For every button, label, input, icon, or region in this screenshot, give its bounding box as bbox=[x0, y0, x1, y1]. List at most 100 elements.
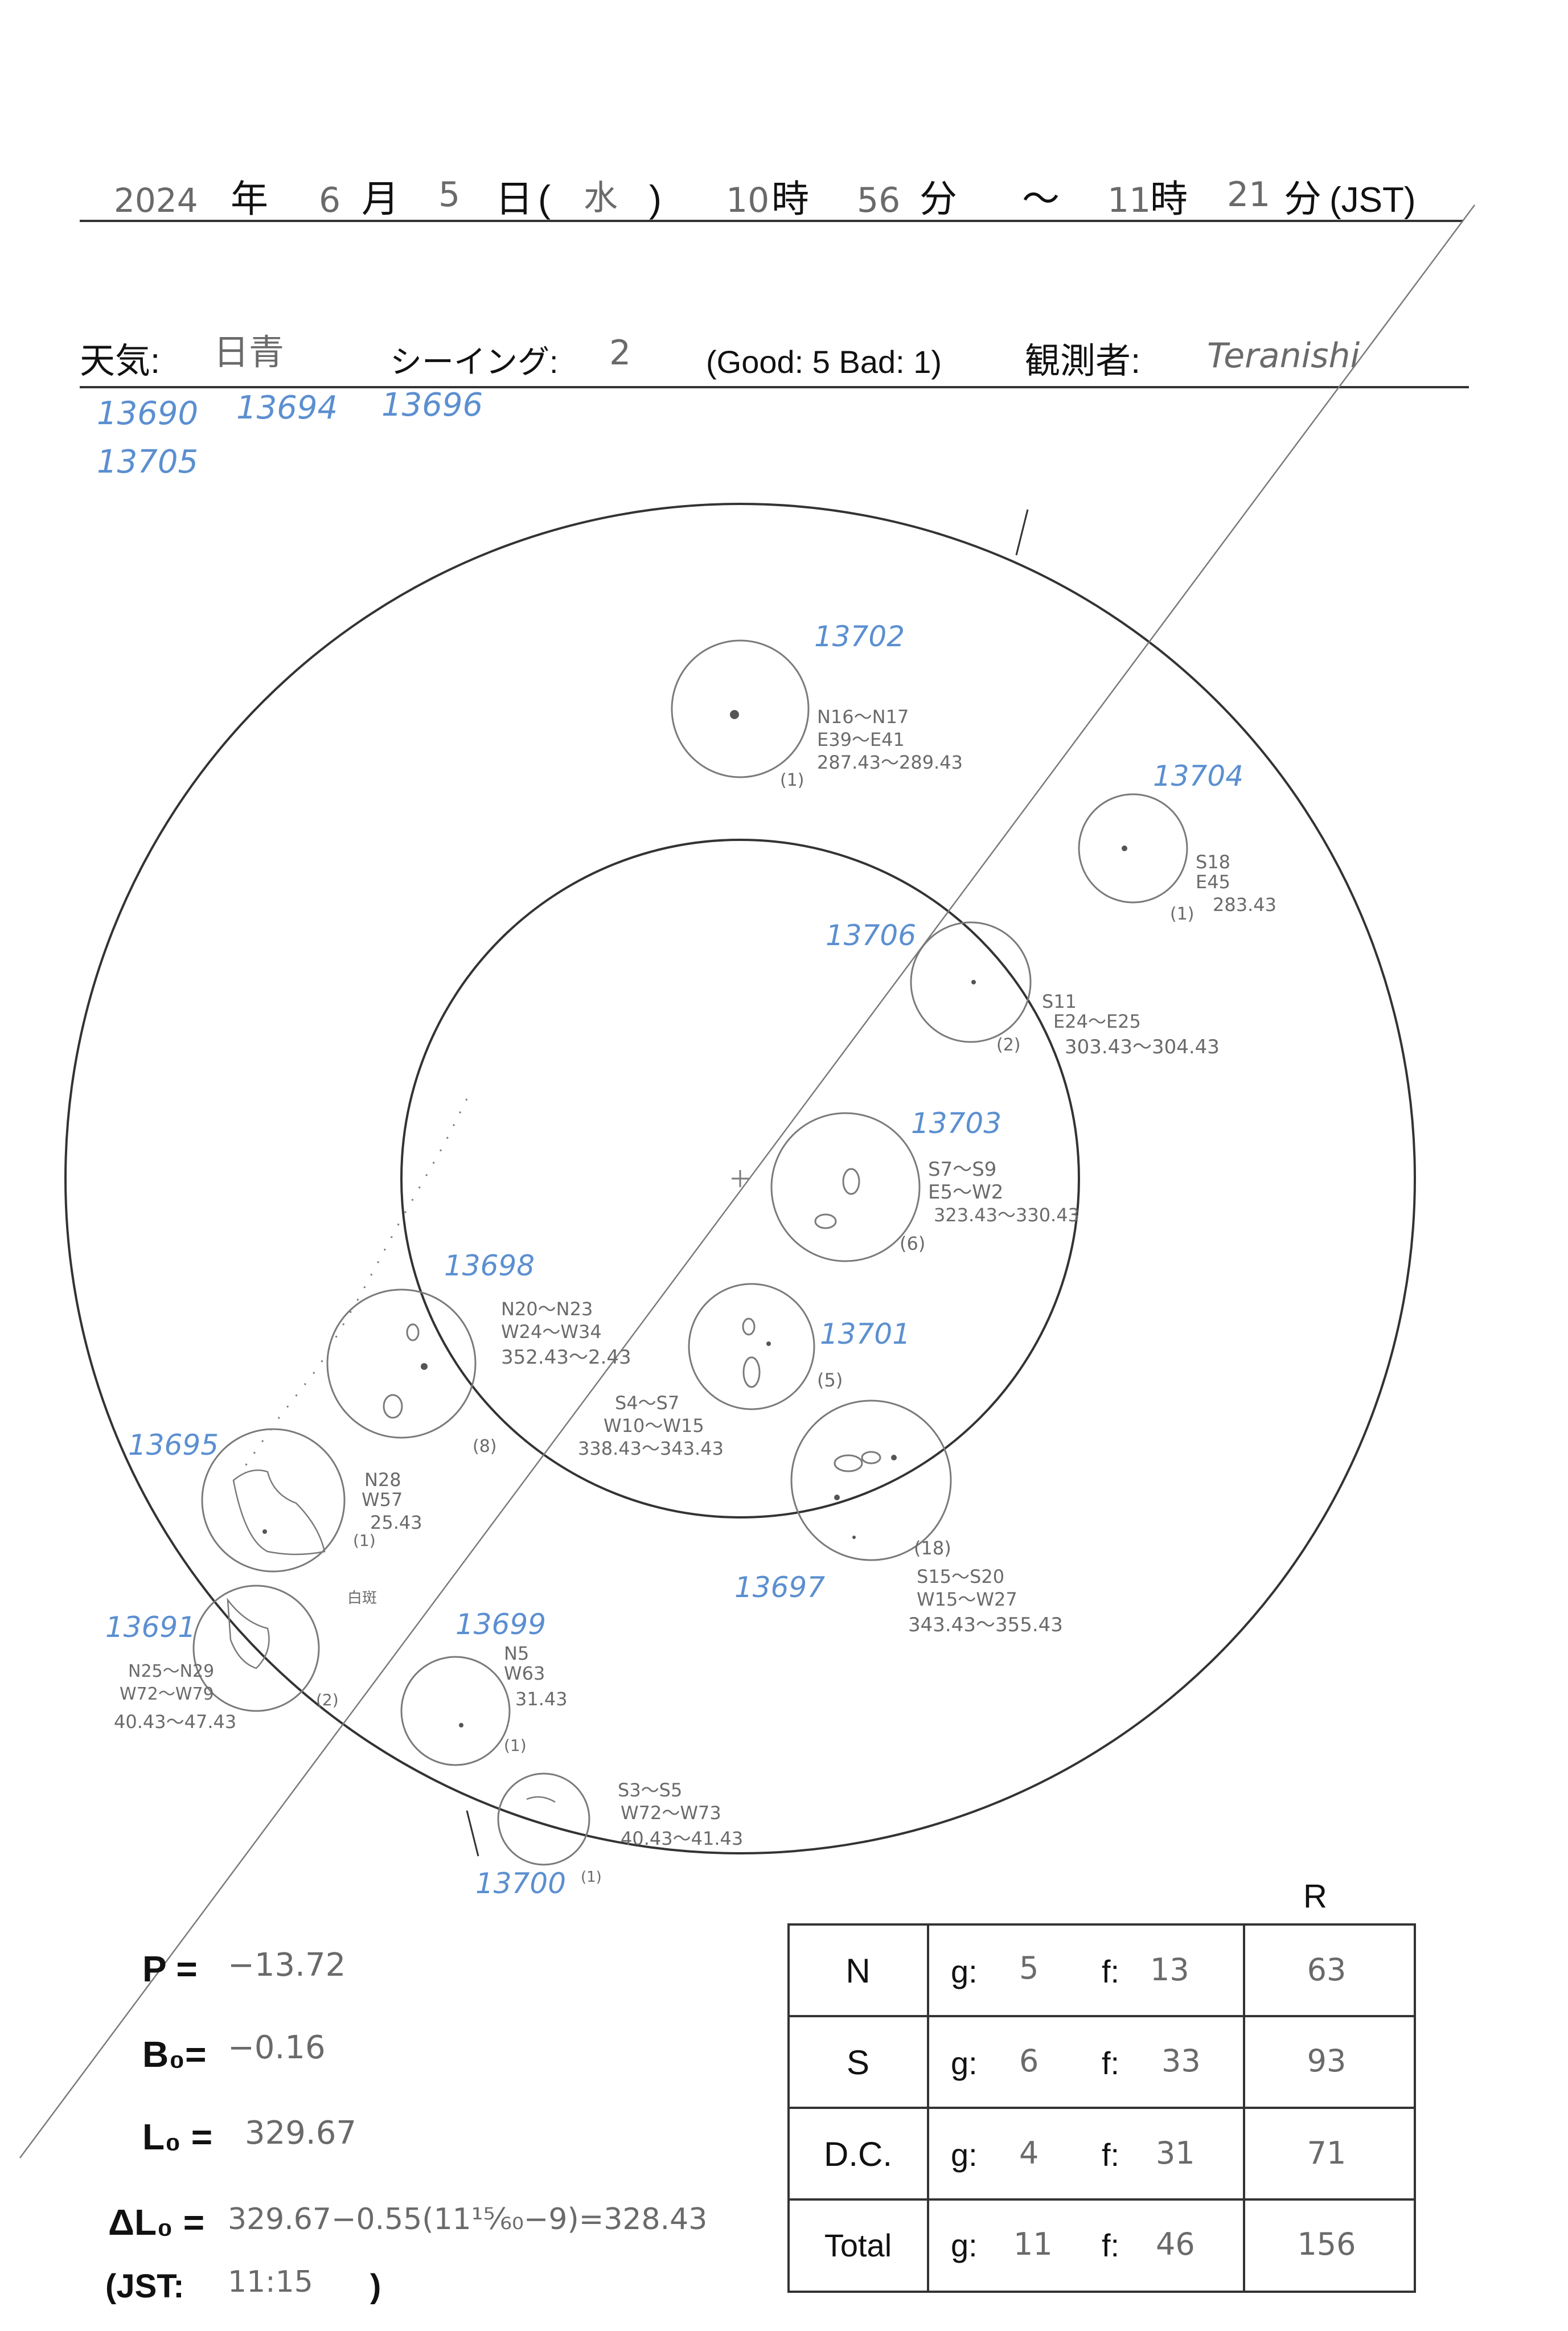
spot-count: (1) bbox=[353, 1531, 376, 1550]
spot-latitude: N16～N17 bbox=[817, 706, 909, 728]
b0-label: B₀= bbox=[142, 2034, 206, 2075]
year-unit: 年 bbox=[231, 178, 268, 220]
spot-count: (6) bbox=[900, 1233, 925, 1254]
r-value: 71 bbox=[1307, 2135, 1347, 2171]
axis-tick-south bbox=[466, 1810, 479, 1857]
spot-latitude: N25～N29 bbox=[128, 1661, 214, 1681]
faculae-outline bbox=[227, 1597, 270, 1669]
spot-count: (8) bbox=[473, 1437, 497, 1456]
sunspot bbox=[742, 1318, 756, 1336]
dotted-trace bbox=[238, 1098, 468, 1475]
table-row-label: S bbox=[847, 2043, 869, 2082]
seeing-scale: (Good: 5 Bad: 1) bbox=[706, 344, 942, 380]
spot-count: (2) bbox=[996, 1035, 1021, 1055]
g-label: g: bbox=[951, 2227, 978, 2263]
sunspot-group-13704: 13704 S18 E45 283.43 (1) bbox=[1078, 760, 1276, 924]
svg-text:): ) bbox=[649, 178, 662, 220]
minute-unit: 分 bbox=[920, 178, 957, 220]
f-label: f: bbox=[1102, 1954, 1119, 1989]
r-value: 93 bbox=[1307, 2043, 1347, 2079]
spot-longitude: E24～E25 bbox=[1053, 1011, 1141, 1032]
unseen-region-number: 13696 bbox=[381, 387, 483, 424]
sunspot-group-13699: 13699 N5 W63 31.43 (1) bbox=[400, 1608, 568, 1766]
spot-count: (1) bbox=[1170, 904, 1195, 924]
spot-longitude: W57 bbox=[362, 1489, 403, 1511]
sunspot bbox=[766, 1341, 771, 1346]
solar-disk-drawing bbox=[19, 204, 1476, 2158]
parameters-block: P = −13.72 B₀= −0.16 L₀ = 329.67 ΔL₀ = 3… bbox=[105, 1947, 707, 2305]
sunspot bbox=[383, 1394, 403, 1419]
spot-group-number: 13703 bbox=[911, 1107, 1001, 1140]
spot-carrington: 283.43 bbox=[1213, 894, 1276, 916]
sunspot-group-outline bbox=[326, 1288, 477, 1439]
g-value: 11 bbox=[1013, 2226, 1053, 2262]
f-value: 13 bbox=[1150, 1952, 1189, 1988]
spot-longitude: W72～W79 bbox=[120, 1684, 214, 1704]
spot-count: (1) bbox=[504, 1736, 527, 1755]
sunspot bbox=[891, 1455, 897, 1460]
sunspot bbox=[834, 1495, 840, 1500]
l0-label: L₀ = bbox=[142, 2116, 212, 2157]
spot-carrington: 323.43～330.43 bbox=[934, 1204, 1079, 1226]
spot-carrington: 303.43～304.43 bbox=[1065, 1036, 1220, 1058]
start-minute: 56 bbox=[857, 180, 900, 220]
sunspot-group-13695: 13695 N28 W57 25.43 (1) 白斑 bbox=[128, 1428, 422, 1607]
table-row-label: D.C. bbox=[824, 2135, 892, 2173]
unseen-region-number: 13694 bbox=[236, 389, 338, 426]
jst-close: ) bbox=[370, 2268, 381, 2305]
sunspot bbox=[971, 980, 976, 984]
sunspot bbox=[406, 1323, 420, 1341]
sunspot-group-outline bbox=[770, 1112, 921, 1262]
sunspot-group-outline bbox=[192, 1585, 320, 1712]
g-label: g: bbox=[951, 2045, 978, 2081]
jst-value: 11:15 bbox=[228, 2265, 313, 2299]
spot-latitude: N20～N23 bbox=[501, 1298, 593, 1320]
sunspot-group-outline bbox=[790, 1400, 952, 1561]
sunspot bbox=[730, 710, 739, 719]
day-unit: 日 bbox=[495, 178, 533, 220]
header-date: 2024 年 6 月 5 日 ( 水 ) 10 時 56 分 ～ 11 時 21… bbox=[80, 175, 1463, 222]
unseen-regions: 13690 13694 13696 13705 bbox=[97, 387, 483, 481]
weekday-value: 水 bbox=[584, 178, 618, 218]
spot-longitude: W72～W73 bbox=[621, 1802, 721, 1824]
spot-group-number: 13702 bbox=[814, 620, 905, 653]
spot-latitude: S15～S20 bbox=[917, 1566, 1004, 1587]
spot-longitude: E5～W2 bbox=[928, 1181, 1003, 1204]
g-value: 5 bbox=[1019, 1950, 1039, 1986]
spot-longitude: W63 bbox=[504, 1663, 545, 1684]
spot-group-number: 13695 bbox=[128, 1429, 219, 1462]
weather-label: 天気: bbox=[80, 342, 160, 381]
spot-group-number: 13698 bbox=[444, 1249, 535, 1282]
sunspot bbox=[262, 1529, 267, 1534]
p-value: −13.72 bbox=[228, 1947, 346, 1984]
f-value: 31 bbox=[1156, 2135, 1195, 2171]
observer-value: Teranishi bbox=[1207, 336, 1360, 376]
sunspot-group-13702: 13702 N16～N17 E39～E41 287.43～289.43 (1) bbox=[671, 620, 963, 790]
sunspot-group-13698: 13698 N20～N23 W24～W34 352.43～2.43 (8) bbox=[326, 1249, 631, 1456]
p-label: P = bbox=[142, 1948, 198, 1989]
spot-count: (18) bbox=[914, 1537, 951, 1559]
hour-unit: 時 bbox=[771, 178, 809, 220]
end-minute: 21 bbox=[1227, 175, 1270, 215]
spot-longitude: E39～E41 bbox=[817, 729, 905, 750]
start-hour: 10 bbox=[726, 180, 769, 220]
spot-latitude: S11 bbox=[1042, 991, 1077, 1012]
spot-carrington: 25.43 bbox=[370, 1512, 422, 1533]
f-label: f: bbox=[1102, 2137, 1119, 2173]
unseen-region-number: 13705 bbox=[97, 444, 198, 481]
spot-longitude: W15～W27 bbox=[917, 1589, 1017, 1610]
sunspot-group-outline bbox=[497, 1772, 590, 1866]
r-value: 156 bbox=[1297, 2226, 1356, 2262]
spot-group-number: 13706 bbox=[826, 919, 916, 952]
unseen-region-number: 13690 bbox=[97, 395, 198, 432]
r-column-header: R bbox=[1303, 1878, 1327, 1915]
sunspot bbox=[861, 1451, 881, 1464]
l0-value: 329.67 bbox=[245, 2115, 356, 2152]
sunspot bbox=[526, 1796, 556, 1803]
sunspot-group-outline bbox=[688, 1283, 815, 1410]
g-value: 4 bbox=[1019, 2135, 1039, 2171]
f-label: f: bbox=[1102, 2227, 1119, 2263]
table-row-label: Total bbox=[824, 2227, 892, 2263]
delta-l0-expression: 329.67−0.55(11¹⁵⁄₆₀−9)=328.43 bbox=[228, 2202, 707, 2236]
count-table: R N g: 5 f: 13 63 S g: 6 f: 33 93 D.C. g… bbox=[787, 1878, 1416, 2293]
